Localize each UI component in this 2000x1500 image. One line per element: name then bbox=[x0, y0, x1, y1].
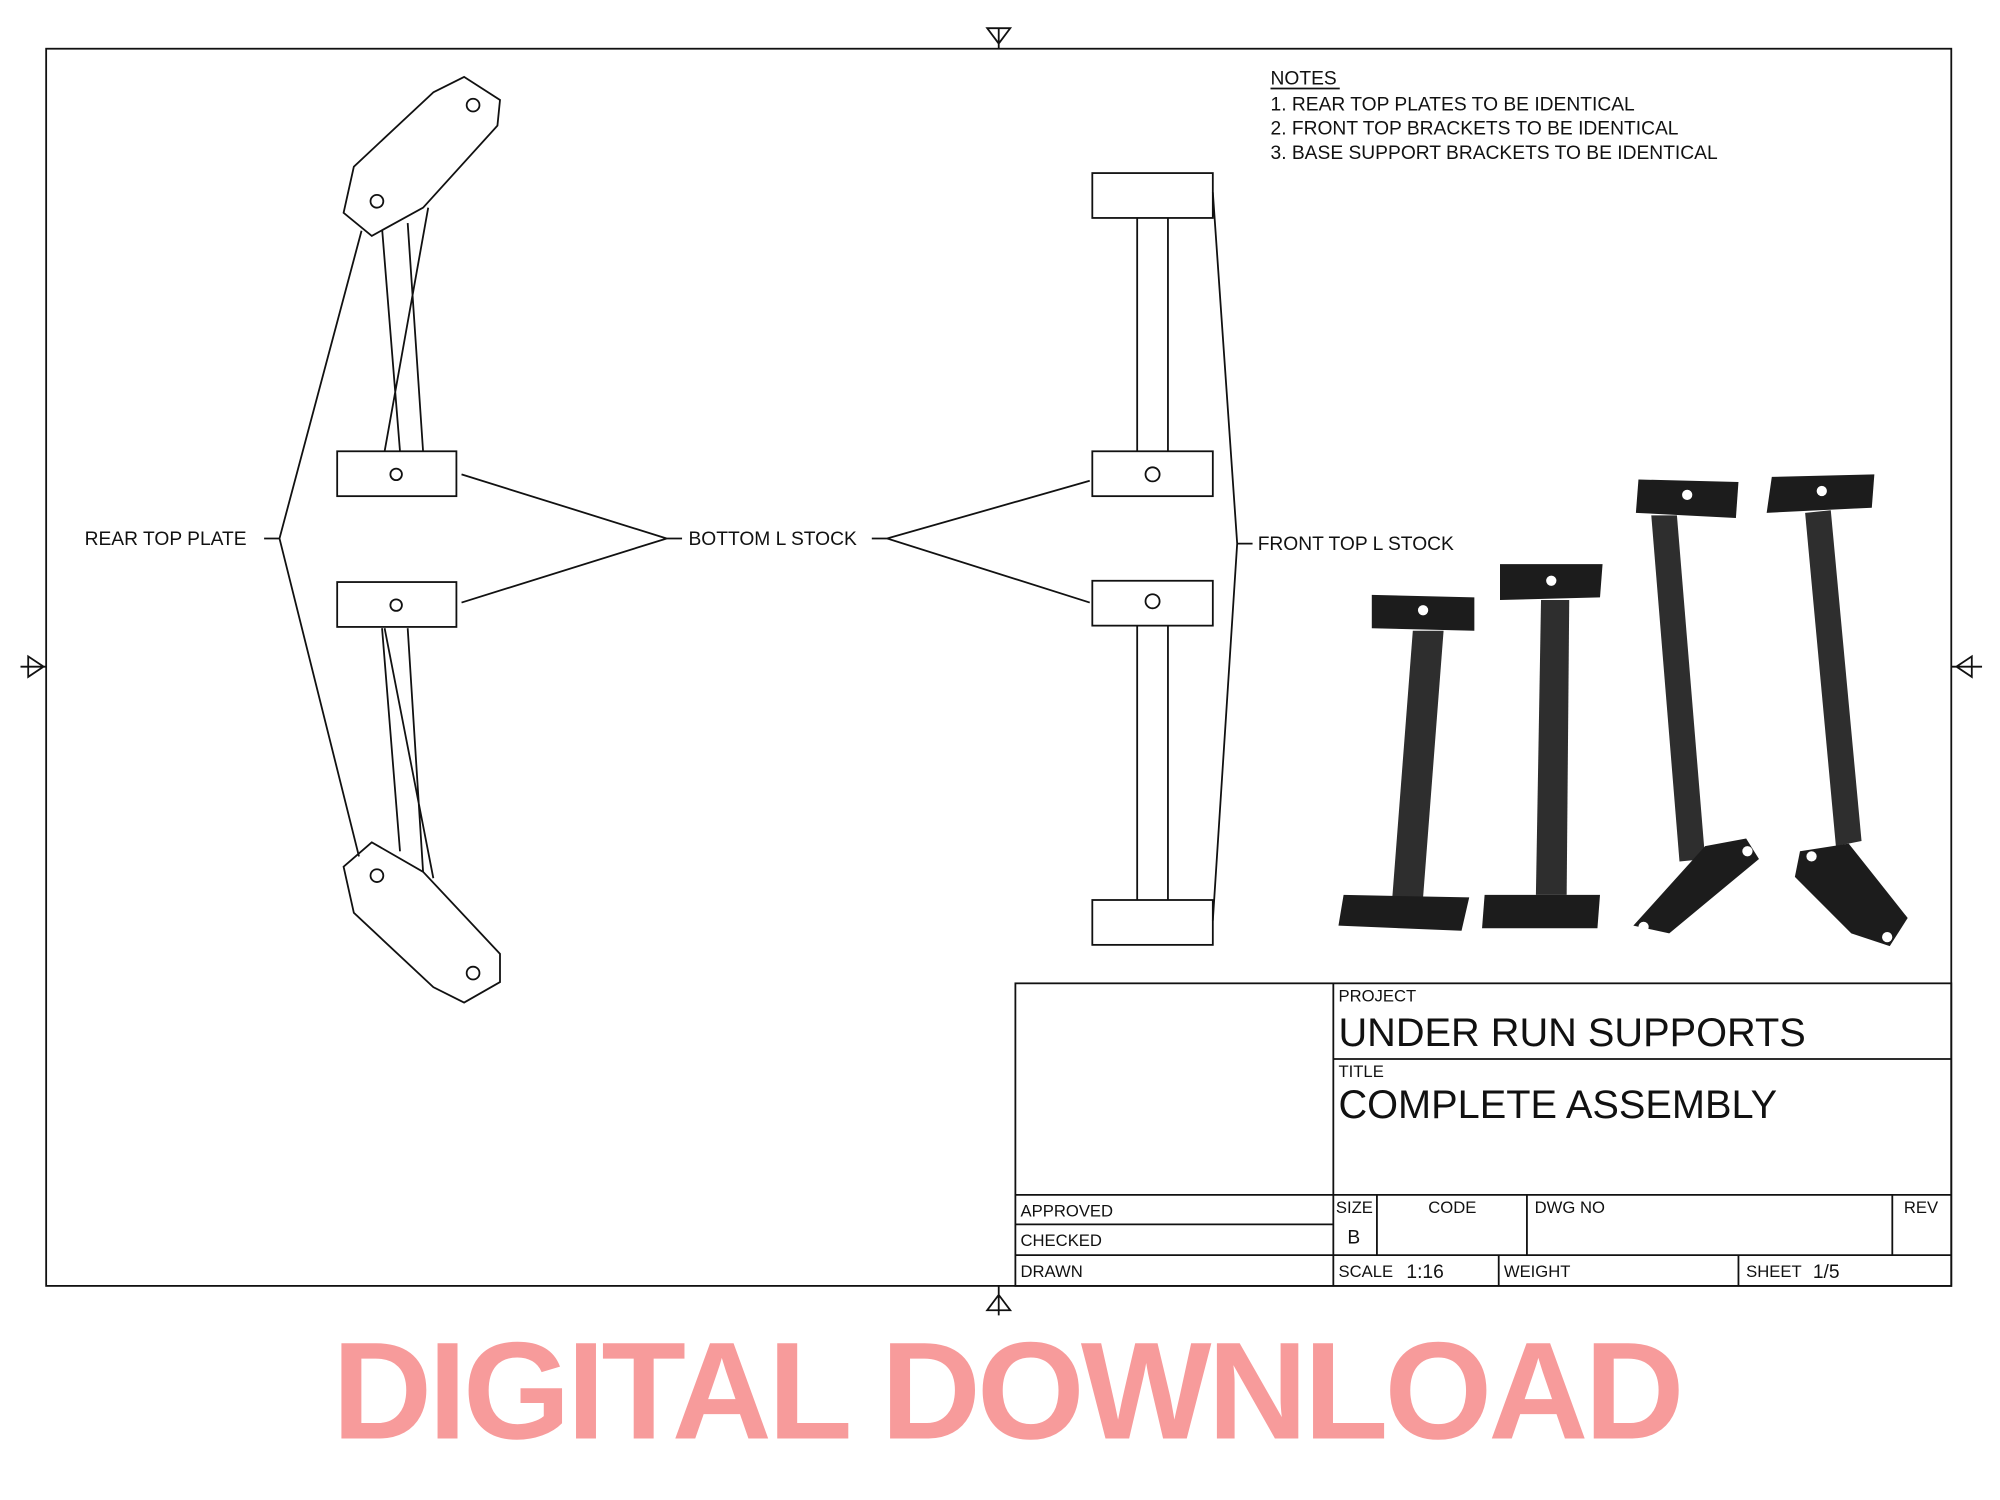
sheet-label: SHEET bbox=[1746, 1262, 1802, 1281]
rev-label: REV bbox=[1904, 1198, 1939, 1217]
rear-top-plate bbox=[342, 841, 501, 1004]
label-bottom-l-stock: BOTTOM L STOCK bbox=[688, 529, 857, 550]
front-top-l-stock bbox=[1091, 899, 1214, 946]
digital-download-banner: DIGITAL DOWNLOAD bbox=[332, 1314, 1680, 1468]
bottom-l-stock bbox=[1091, 579, 1214, 627]
front-assembly bbox=[1091, 172, 1214, 946]
front-top-l-stock bbox=[1091, 172, 1214, 219]
bottom-l-stock bbox=[336, 450, 458, 498]
drawn-label: DRAWN bbox=[1021, 1262, 1083, 1281]
sheet-value: 1/5 bbox=[1813, 1262, 1840, 1283]
scale-value: 1:16 bbox=[1406, 1262, 1443, 1283]
bottom-l-stock bbox=[336, 581, 458, 628]
label-rear-top-plate: REAR TOP PLATE bbox=[85, 529, 247, 550]
product-photo bbox=[1338, 474, 1908, 947]
title-block: PROJECT UNDER RUN SUPPORTS TITLE COMPLET… bbox=[1014, 982, 1953, 1287]
leader-lines bbox=[264, 192, 1253, 921]
approved-label: APPROVED bbox=[1021, 1202, 1114, 1221]
dwg-no-label: DWG NO bbox=[1535, 1198, 1605, 1217]
label-front-top-l-stock: FRONT TOP L STOCK bbox=[1258, 534, 1454, 555]
project-name: UNDER RUN SUPPORTS bbox=[1338, 1011, 1805, 1055]
note-item: 2. FRONT TOP BRACKETS TO BE IDENTICAL bbox=[1271, 119, 1679, 140]
note-item: 3. BASE SUPPORT BRACKETS TO BE IDENTICAL bbox=[1271, 143, 1718, 164]
centering-marks bbox=[20, 27, 1983, 1316]
rear-top-plate bbox=[342, 75, 501, 237]
size-label: SIZE bbox=[1336, 1198, 1373, 1217]
checked-label: CHECKED bbox=[1021, 1231, 1102, 1250]
title-label: TITLE bbox=[1338, 1062, 1383, 1081]
notes: NOTES 1. REAR TOP PLATES TO BE IDENTICAL… bbox=[1271, 69, 1718, 164]
size-value: B bbox=[1347, 1228, 1360, 1249]
notes-heading: NOTES bbox=[1271, 69, 1337, 90]
scale-label: SCALE bbox=[1338, 1262, 1393, 1281]
rear-assembly bbox=[336, 75, 501, 1004]
drawing-title: COMPLETE ASSEMBLY bbox=[1338, 1083, 1777, 1127]
code-label: CODE bbox=[1428, 1198, 1476, 1217]
note-item: 1. REAR TOP PLATES TO BE IDENTICAL bbox=[1271, 94, 1636, 115]
bottom-l-stock bbox=[1091, 450, 1214, 498]
weight-label: WEIGHT bbox=[1504, 1262, 1571, 1281]
project-label: PROJECT bbox=[1338, 986, 1416, 1005]
